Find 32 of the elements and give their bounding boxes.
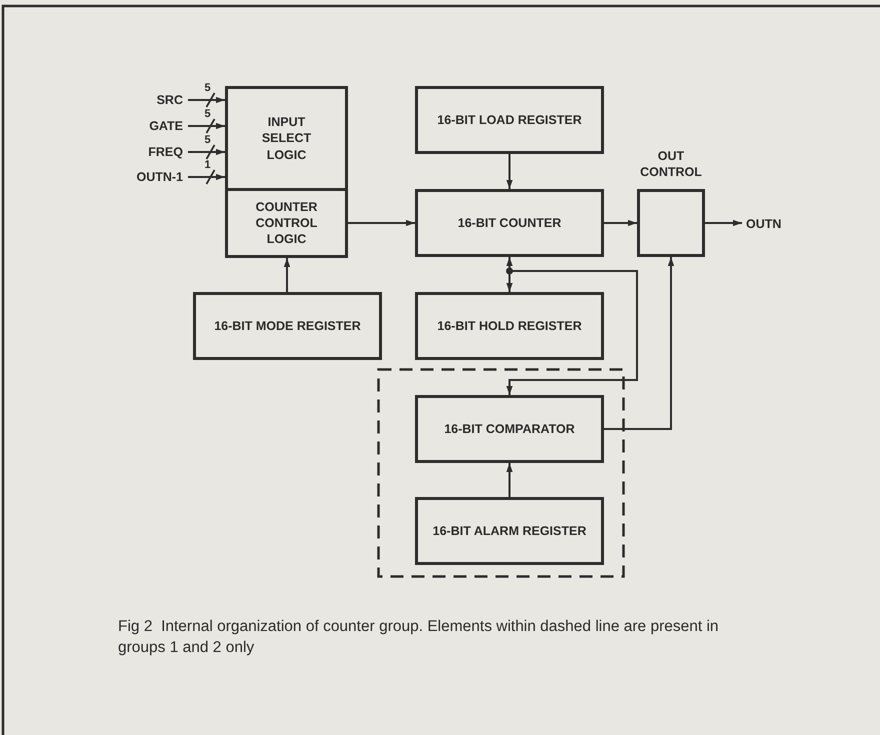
connector-arrow: [604, 220, 637, 226]
register-block: 16-BIT ALARM REGISTER: [415, 497, 604, 565]
connector-arrow: [506, 154, 513, 189]
connector-arrow: [506, 270, 638, 395]
connector-arrow: [284, 258, 290, 292]
block-heading: OUT CONTROL: [639, 148, 703, 180]
figure-caption: Fig 2 Internal organization of counter group. Elements within dashed line are present in groups 1 and 2 only: [118, 617, 720, 658]
bus-width-label: 1: [204, 160, 212, 171]
connector-arrow: [188, 148, 225, 156]
connector-arrow: [604, 257, 674, 430]
connector-arrow: [188, 174, 225, 180]
connector-arrow: [705, 220, 742, 226]
connector-arrow: [188, 96, 225, 104]
logic-block: INPUT SELECT LOGIC: [225, 86, 348, 191]
signal-label: OUTN: [746, 216, 796, 232]
comparator-block: 16-BIT COMPARATOR: [415, 395, 604, 463]
connector-arrow: [188, 122, 225, 130]
signal-label: GATE: [130, 118, 183, 134]
register-block: 16-BIT HOLD REGISTER: [415, 292, 604, 360]
connector-arrow: [506, 257, 513, 292]
register-block: 16-BIT LOAD REGISTER: [415, 86, 604, 154]
signal-label: OUTN-1: [120, 169, 183, 185]
connector-arrow: [348, 220, 415, 226]
logic-block: COUNTER CONTROL LOGIC: [225, 188, 348, 258]
counter-block: 16-BIT COUNTER: [415, 189, 604, 257]
bus-width-label: 5: [204, 83, 212, 94]
bus-width-label: 5: [204, 109, 212, 120]
connector-arrow: [506, 463, 513, 497]
signal-label: FREQ: [130, 144, 183, 160]
register-block: 16-BIT MODE REGISTER: [193, 292, 382, 360]
signal-label: SRC: [135, 92, 183, 108]
bus-width-label: 5: [204, 135, 212, 146]
